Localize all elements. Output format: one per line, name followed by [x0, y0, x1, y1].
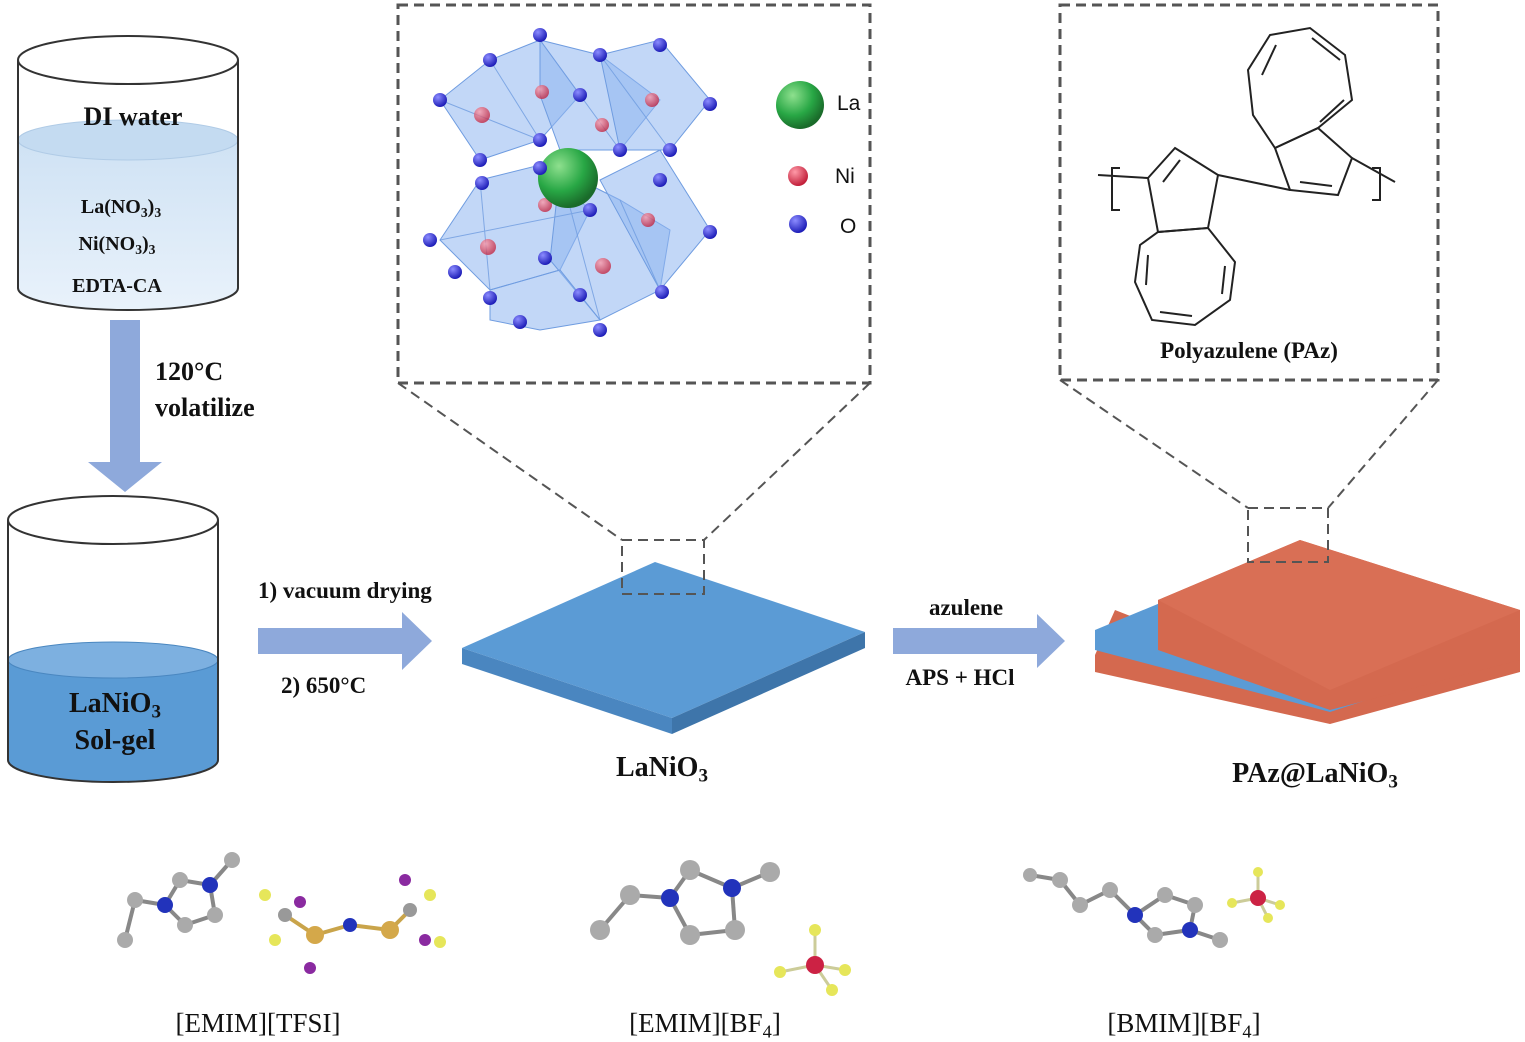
step3-reagent-top: azulene	[928, 595, 1004, 620]
beaker2-label-line2: Sol-gel	[74, 725, 156, 756]
beaker-rim	[17, 35, 239, 85]
film2-label: PAz@LaNiO3	[1232, 758, 1398, 793]
beaker1-title: DI water	[83, 102, 183, 131]
zoom-source-box-1	[621, 539, 705, 595]
molecule-emim-bf4	[590, 860, 851, 996]
arrow-right-2	[893, 614, 1065, 668]
legend-ni-label: Ni	[835, 165, 855, 188]
film-side-left	[462, 648, 672, 734]
zoom-box-crystal	[396, 3, 872, 385]
film-top-face	[1158, 540, 1520, 690]
ionic-liquid-label-3: [BMIM][BF4]	[1107, 1008, 1261, 1042]
zoom-line	[703, 382, 871, 541]
film-top	[462, 562, 865, 718]
step2-annealing: 2) 650°C	[281, 673, 367, 698]
legend-la-marker	[776, 81, 824, 129]
step1-volatilize: volatilize	[155, 393, 255, 422]
legend-o-marker	[789, 215, 807, 233]
step1-temperature: 120°C	[155, 357, 224, 386]
zoom-line	[1059, 379, 1249, 509]
step3-reagent-bottom: APS + HCl	[905, 665, 1015, 690]
ionic-liquid-label-2: [EMIM][BF4]	[629, 1008, 781, 1042]
solgel-surface	[7, 641, 219, 679]
beaker-wall	[7, 520, 219, 783]
polyazulene-structure	[1097, 26, 1396, 327]
zoom-crystal	[396, 3, 872, 595]
zoom-line	[397, 382, 623, 541]
water-liquid	[18, 140, 238, 310]
reagent-ni-nitrate: Ni(NO3)3	[78, 233, 156, 258]
beaker-rim	[7, 495, 219, 545]
reagent-edta-ca: EDTA-CA	[72, 275, 162, 297]
solgel-liquid	[8, 660, 218, 782]
zoom-line	[1327, 379, 1439, 509]
molecule-bmim-bf4	[1023, 867, 1285, 948]
step2-vacuum-drying: 1) vacuum drying	[258, 578, 432, 603]
film1-label: LaNiO3	[616, 752, 708, 787]
perovskite-crystal	[423, 28, 717, 337]
arrow-right-1	[258, 612, 432, 670]
legend-ni-marker	[788, 166, 808, 186]
legend-la-label: La	[837, 92, 861, 115]
zoom-polymer	[1058, 3, 1440, 563]
la-atom	[538, 148, 598, 208]
polymer-label: Polyazulene (PAz)	[1160, 338, 1338, 363]
paz-lanio3-film	[1095, 540, 1520, 724]
beaker2-label-line1: LaNiO3	[69, 688, 161, 723]
ionic-liquid-label-1: [EMIM][TFSI]	[175, 1008, 341, 1038]
zoom-source-box-2	[1247, 507, 1329, 563]
beaker-di-water	[17, 35, 239, 311]
legend-o-label: O	[840, 215, 857, 238]
molecule-emim-tfsi	[117, 852, 446, 974]
reagent-la-nitrate: La(NO3)3	[80, 196, 162, 221]
film-layer-bottom	[1095, 610, 1520, 724]
film-side-right	[672, 632, 865, 734]
lanio3-film	[462, 562, 865, 734]
beaker-wall	[17, 60, 239, 311]
zoom-box-polymer	[1058, 3, 1440, 382]
arrow-down	[88, 320, 162, 492]
beaker-sol-gel	[7, 495, 219, 783]
